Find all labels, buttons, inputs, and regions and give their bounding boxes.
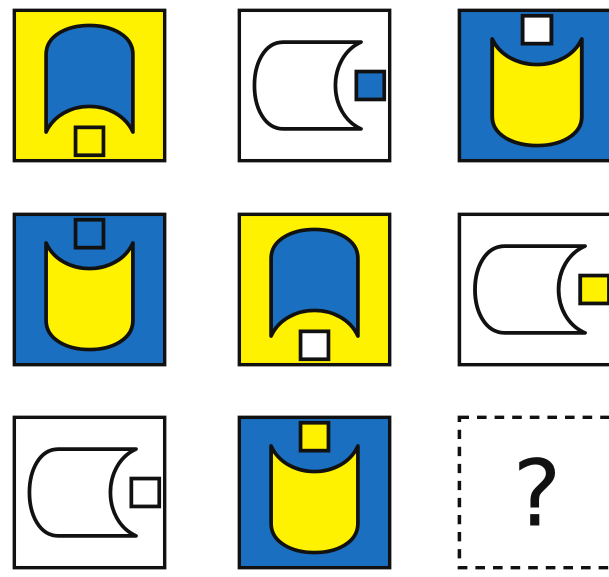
- tile-graphic: [457, 212, 609, 367]
- small-square: [580, 276, 609, 304]
- tile-graphic: [12, 8, 167, 163]
- tile-r3-c2: [237, 415, 392, 570]
- tile-r1-c2: [237, 8, 392, 163]
- small-square: [301, 331, 329, 359]
- small-square: [76, 220, 104, 248]
- tile-graphic: [237, 8, 392, 163]
- tile-r3-c1: [12, 415, 167, 570]
- small-square: [76, 127, 104, 155]
- small-square: [523, 16, 552, 44]
- tile-r2-c3: [457, 212, 609, 367]
- tile-r1-c1: [12, 8, 167, 163]
- tile-r2-c2: [237, 212, 392, 367]
- tile-r1-c3: [457, 8, 609, 163]
- question-mark: ?: [513, 441, 562, 548]
- missing-tile: ?: [457, 415, 609, 570]
- tile-graphic: [237, 212, 392, 367]
- small-square: [301, 423, 329, 451]
- small-square: [131, 479, 159, 507]
- small-square: [356, 72, 384, 100]
- tile-graphic: [12, 212, 167, 367]
- tile-graphic: [12, 415, 167, 570]
- tile-graphic: [237, 415, 392, 570]
- tile-r2-c1: [12, 212, 167, 367]
- tile-graphic: [457, 8, 609, 163]
